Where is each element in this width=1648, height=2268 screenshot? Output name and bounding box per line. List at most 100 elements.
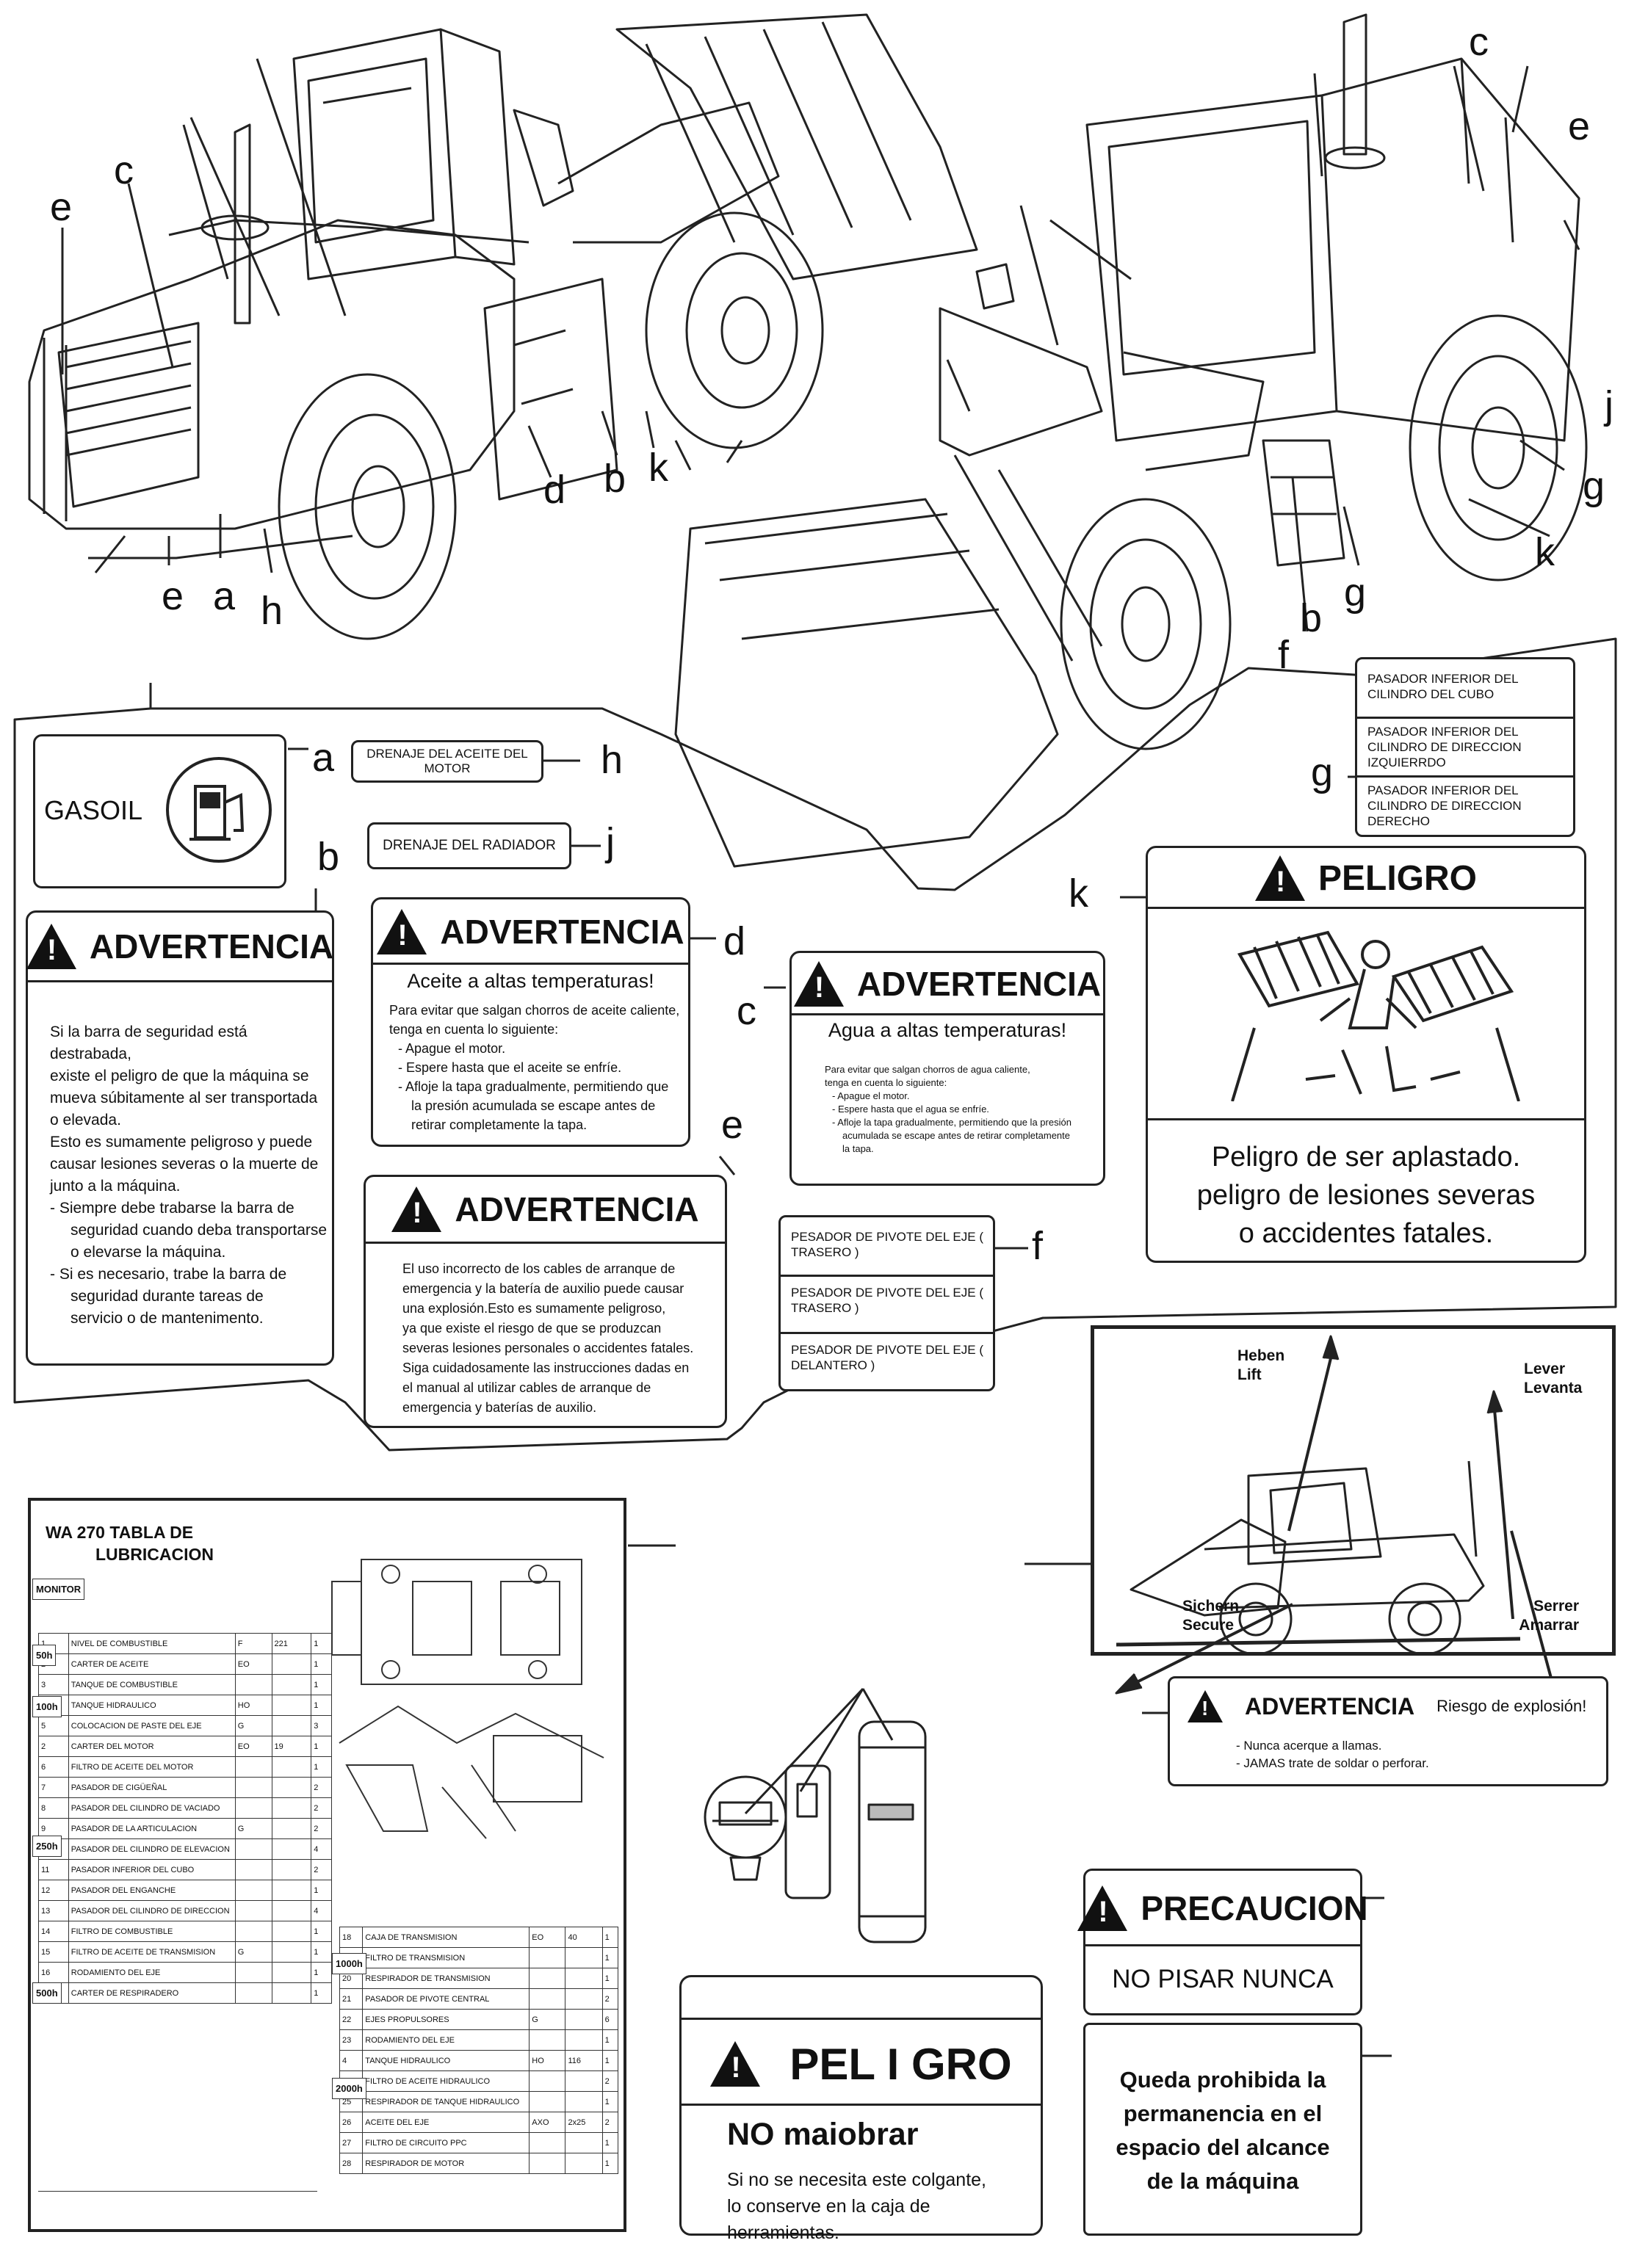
label-e-header: ADVERTENCIA <box>366 1177 725 1242</box>
lubrication-cell: 4 <box>311 1900 332 1921</box>
callout-c-left: c <box>114 148 134 192</box>
warning-triangle-icon <box>793 961 844 1007</box>
lubrication-cell: G <box>234 1818 272 1839</box>
callout-g-right-bottom: g <box>1344 570 1367 615</box>
lubrication-cell: 5 <box>38 1715 69 1736</box>
lubrication-cell <box>565 1947 603 1968</box>
callout-b-right: b <box>1300 596 1323 640</box>
lubrication-cell: PASADOR DEL ENGANCHE <box>68 1880 236 1901</box>
interval-label: 50h <box>32 1645 57 1666</box>
lubrication-cell: AXO <box>529 2112 566 2133</box>
lubrication-cell <box>565 2091 603 2112</box>
lubrication-cell: 28 <box>339 2153 364 2174</box>
lift-loader-drawing <box>1116 1460 1521 1656</box>
interval-label: MONITOR <box>32 1579 85 1600</box>
warning-triangle-icon <box>26 924 76 969</box>
label-b-body: Si la barra de seguridad está destrabada… <box>50 1024 328 1327</box>
label-d-header: ADVERTENCIA <box>373 899 688 964</box>
callout-e-right: e <box>1568 104 1591 148</box>
lubrication-cell: FILTRO DE ACEITE DEL MOTOR <box>68 1756 236 1778</box>
lubrication-cell <box>234 1777 272 1798</box>
precaucion-header: PRECAUCION <box>1077 1875 1368 1941</box>
letter-h: h <box>601 738 624 782</box>
lubrication-cell <box>565 2009 603 2030</box>
callout-f-right: f <box>1278 633 1290 677</box>
interval-label: 100h <box>32 1696 62 1717</box>
lubrication-cell: 1 <box>311 1695 332 1716</box>
letter-f: f <box>1032 1224 1044 1268</box>
lubrication-cell: TANQUE DE COMBUSTIBLE <box>68 1674 236 1695</box>
label-f-axle-pivot-pins: PESADOR DE PIVOTE DEL EJE ( TRASERO ) PE… <box>778 1215 995 1391</box>
label-peligro-pendant: PEL I GRO NO maiobrar Si no se necesita … <box>679 1975 1043 2243</box>
lubrication-cell: 23 <box>339 2029 364 2051</box>
lubrication-cell <box>271 1880 312 1901</box>
lubrication-cell: HO <box>234 1695 272 1716</box>
lubrication-cell <box>271 1941 312 1963</box>
lubrication-cell: 26 <box>339 2112 364 2133</box>
lubrication-cell: RODAMIENTO DEL EJE <box>68 1962 236 1983</box>
lubrication-cell <box>271 1962 312 1983</box>
label-k-header: PELIGRO <box>1148 848 1584 908</box>
label-explosion-warning: ADVERTENCIA Riesgo de explosión! - Nunca… <box>1168 1676 1608 1786</box>
lubrication-cell: 2 <box>601 1988 619 2010</box>
lubrication-cell: 11 <box>38 1859 69 1880</box>
lubrication-cell <box>565 2029 603 2051</box>
lubrication-cell: COLOCACION DE PASTE DEL EJE <box>68 1715 236 1736</box>
lubrication-cell: CAJA DE TRANSMISION <box>362 1927 530 1948</box>
lubrication-cell: 12 <box>38 1880 69 1901</box>
lubrication-cell: 3 <box>38 1674 69 1695</box>
lubrication-cell <box>271 1921 312 1942</box>
lubrication-cell <box>271 1695 312 1716</box>
lubrication-cell <box>234 1674 272 1695</box>
lubrication-cell <box>234 1756 272 1778</box>
lubrication-cell: EO <box>234 1653 272 1675</box>
lubrication-cell <box>234 1900 272 1921</box>
lubrication-cell <box>529 2153 566 2174</box>
lubrication-cell: 6 <box>601 2009 619 2030</box>
lubrication-cell <box>234 1982 272 2004</box>
lubrication-cell: 1 <box>311 1880 332 1901</box>
lubrication-cell <box>234 1797 272 1819</box>
callout-k-left: k <box>648 446 668 490</box>
lubrication-cell: ACEITE DEL EJE <box>362 2112 530 2133</box>
peligro2-header: PEL I GRO <box>682 2027 1041 2101</box>
lubrication-cell: G <box>234 1941 272 1963</box>
label-b-header: ADVERTENCIA <box>26 913 333 980</box>
lubrication-cell <box>565 2070 603 2092</box>
label-c-header: ADVERTENCIA <box>792 953 1103 1015</box>
lubrication-cell: 1 <box>601 2153 619 2174</box>
lubrication-cell <box>234 1921 272 1942</box>
lubrication-cell: 1 <box>601 2091 619 2112</box>
label-c-hot-water-warning: ADVERTENCIA Agua a altas temperaturas! P… <box>789 951 1105 1186</box>
lubrication-cell: 40 <box>565 1927 603 1948</box>
letter-g: g <box>1311 750 1334 794</box>
label-h-engine-oil-drain: DRENAJE DEL ACEITE DEL MOTOR <box>351 740 543 783</box>
lubrication-cell: 14 <box>38 1921 69 1942</box>
lubrication-cell <box>529 1947 566 1968</box>
letter-b: b <box>317 835 340 879</box>
label-k-crush-danger: PELIGRO Peligro de ser aplastado.peligro… <box>1146 846 1586 1263</box>
fuel-pump-icon <box>166 757 272 863</box>
lubrication-cell: 4 <box>339 2050 364 2071</box>
lubrication-cell: RESPIRADOR DE TRANSMISION <box>362 1968 530 1989</box>
lubrication-cell: 1 <box>601 2029 619 2051</box>
lubrication-cell <box>529 2029 566 2051</box>
left-loader-drawing <box>28 13 978 640</box>
lubrication-cell: PASADOR DEL CILINDRO DE ELEVACION <box>68 1838 236 1860</box>
lubrication-title: WA 270 TABLA DE LUBRICACION <box>46 1523 214 1564</box>
